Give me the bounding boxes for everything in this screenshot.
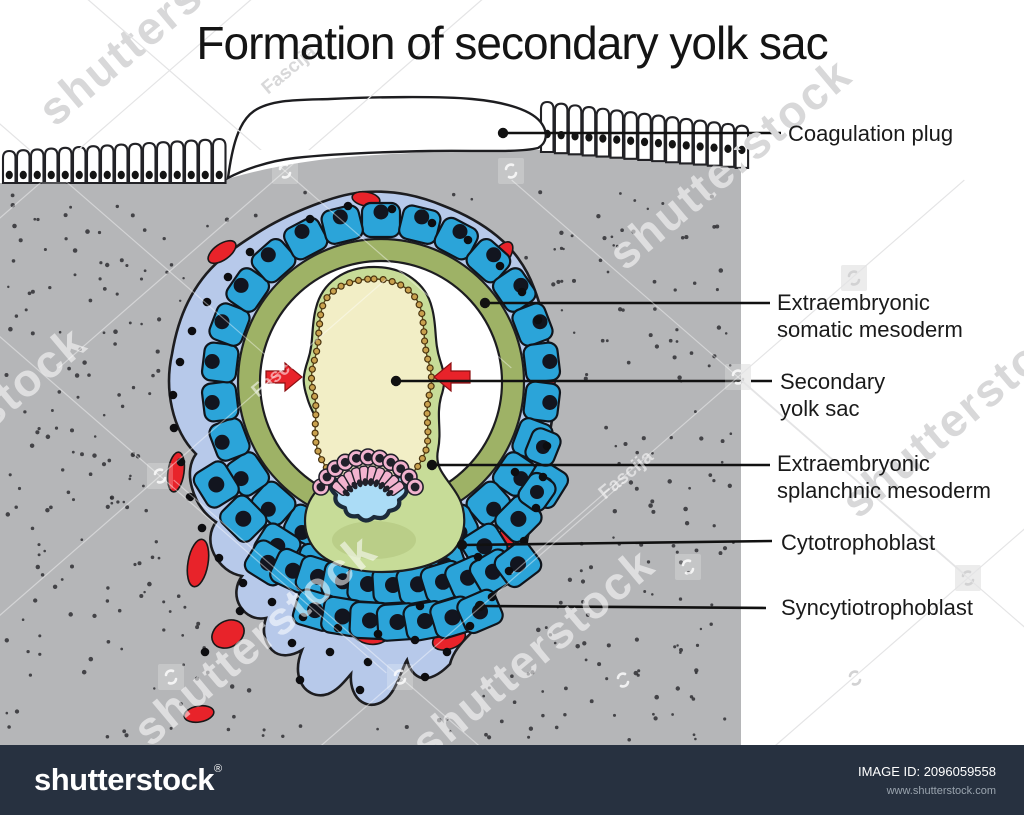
arrow-right-icon	[433, 361, 471, 393]
shutterstock-footer-bar: shutterstock® IMAGE ID: 2096059558 www.s…	[0, 745, 1024, 815]
footer-meta: IMAGE ID: 2096059558 www.shutterstock.co…	[858, 764, 996, 797]
connecting-stalk-shade	[332, 521, 416, 559]
arrow-left-icon	[265, 361, 303, 393]
website-text: www.shutterstock.com	[886, 784, 996, 797]
coagulation-plug-shape	[226, 95, 547, 181]
embryonic-disc-cells	[312, 448, 424, 497]
uterine-epithelium-cells	[1, 100, 750, 185]
endometrium-stipple-dots	[4, 190, 735, 742]
shutterstock-logo: shutterstock®	[34, 762, 222, 797]
embryology-diagram: shutterstockshutterstockshutterstockshut…	[0, 0, 1024, 745]
plug-blob	[226, 95, 547, 181]
label-extraembryonic-splanchnic-mesoderm: Extraembryonic splanchnic mesoderm	[777, 451, 991, 503]
label-cytotrophoblast: Cytotrophoblast	[781, 530, 936, 555]
label-coagulation-plug: Coagulation plug	[788, 121, 954, 146]
image-id-text: IMAGE ID: 2096059558	[857, 763, 996, 779]
registered-mark: ®	[214, 763, 222, 775]
label-extraembryonic-somatic-mesoderm: Extraembryonic somatic mesoderm	[777, 290, 963, 342]
label-secondary-yolk-sac: Secondary yolk sac	[780, 369, 886, 421]
yolk-sac-assembly	[302, 265, 466, 574]
diagram-title: Formation of secondary yolk sac	[196, 17, 828, 69]
syncytio-stipple-dots	[168, 201, 552, 695]
leader-lines	[390, 127, 781, 612]
label-syncytiotrophoblast: Syncytiotrophoblast	[781, 595, 973, 620]
red-arrows	[265, 361, 471, 393]
